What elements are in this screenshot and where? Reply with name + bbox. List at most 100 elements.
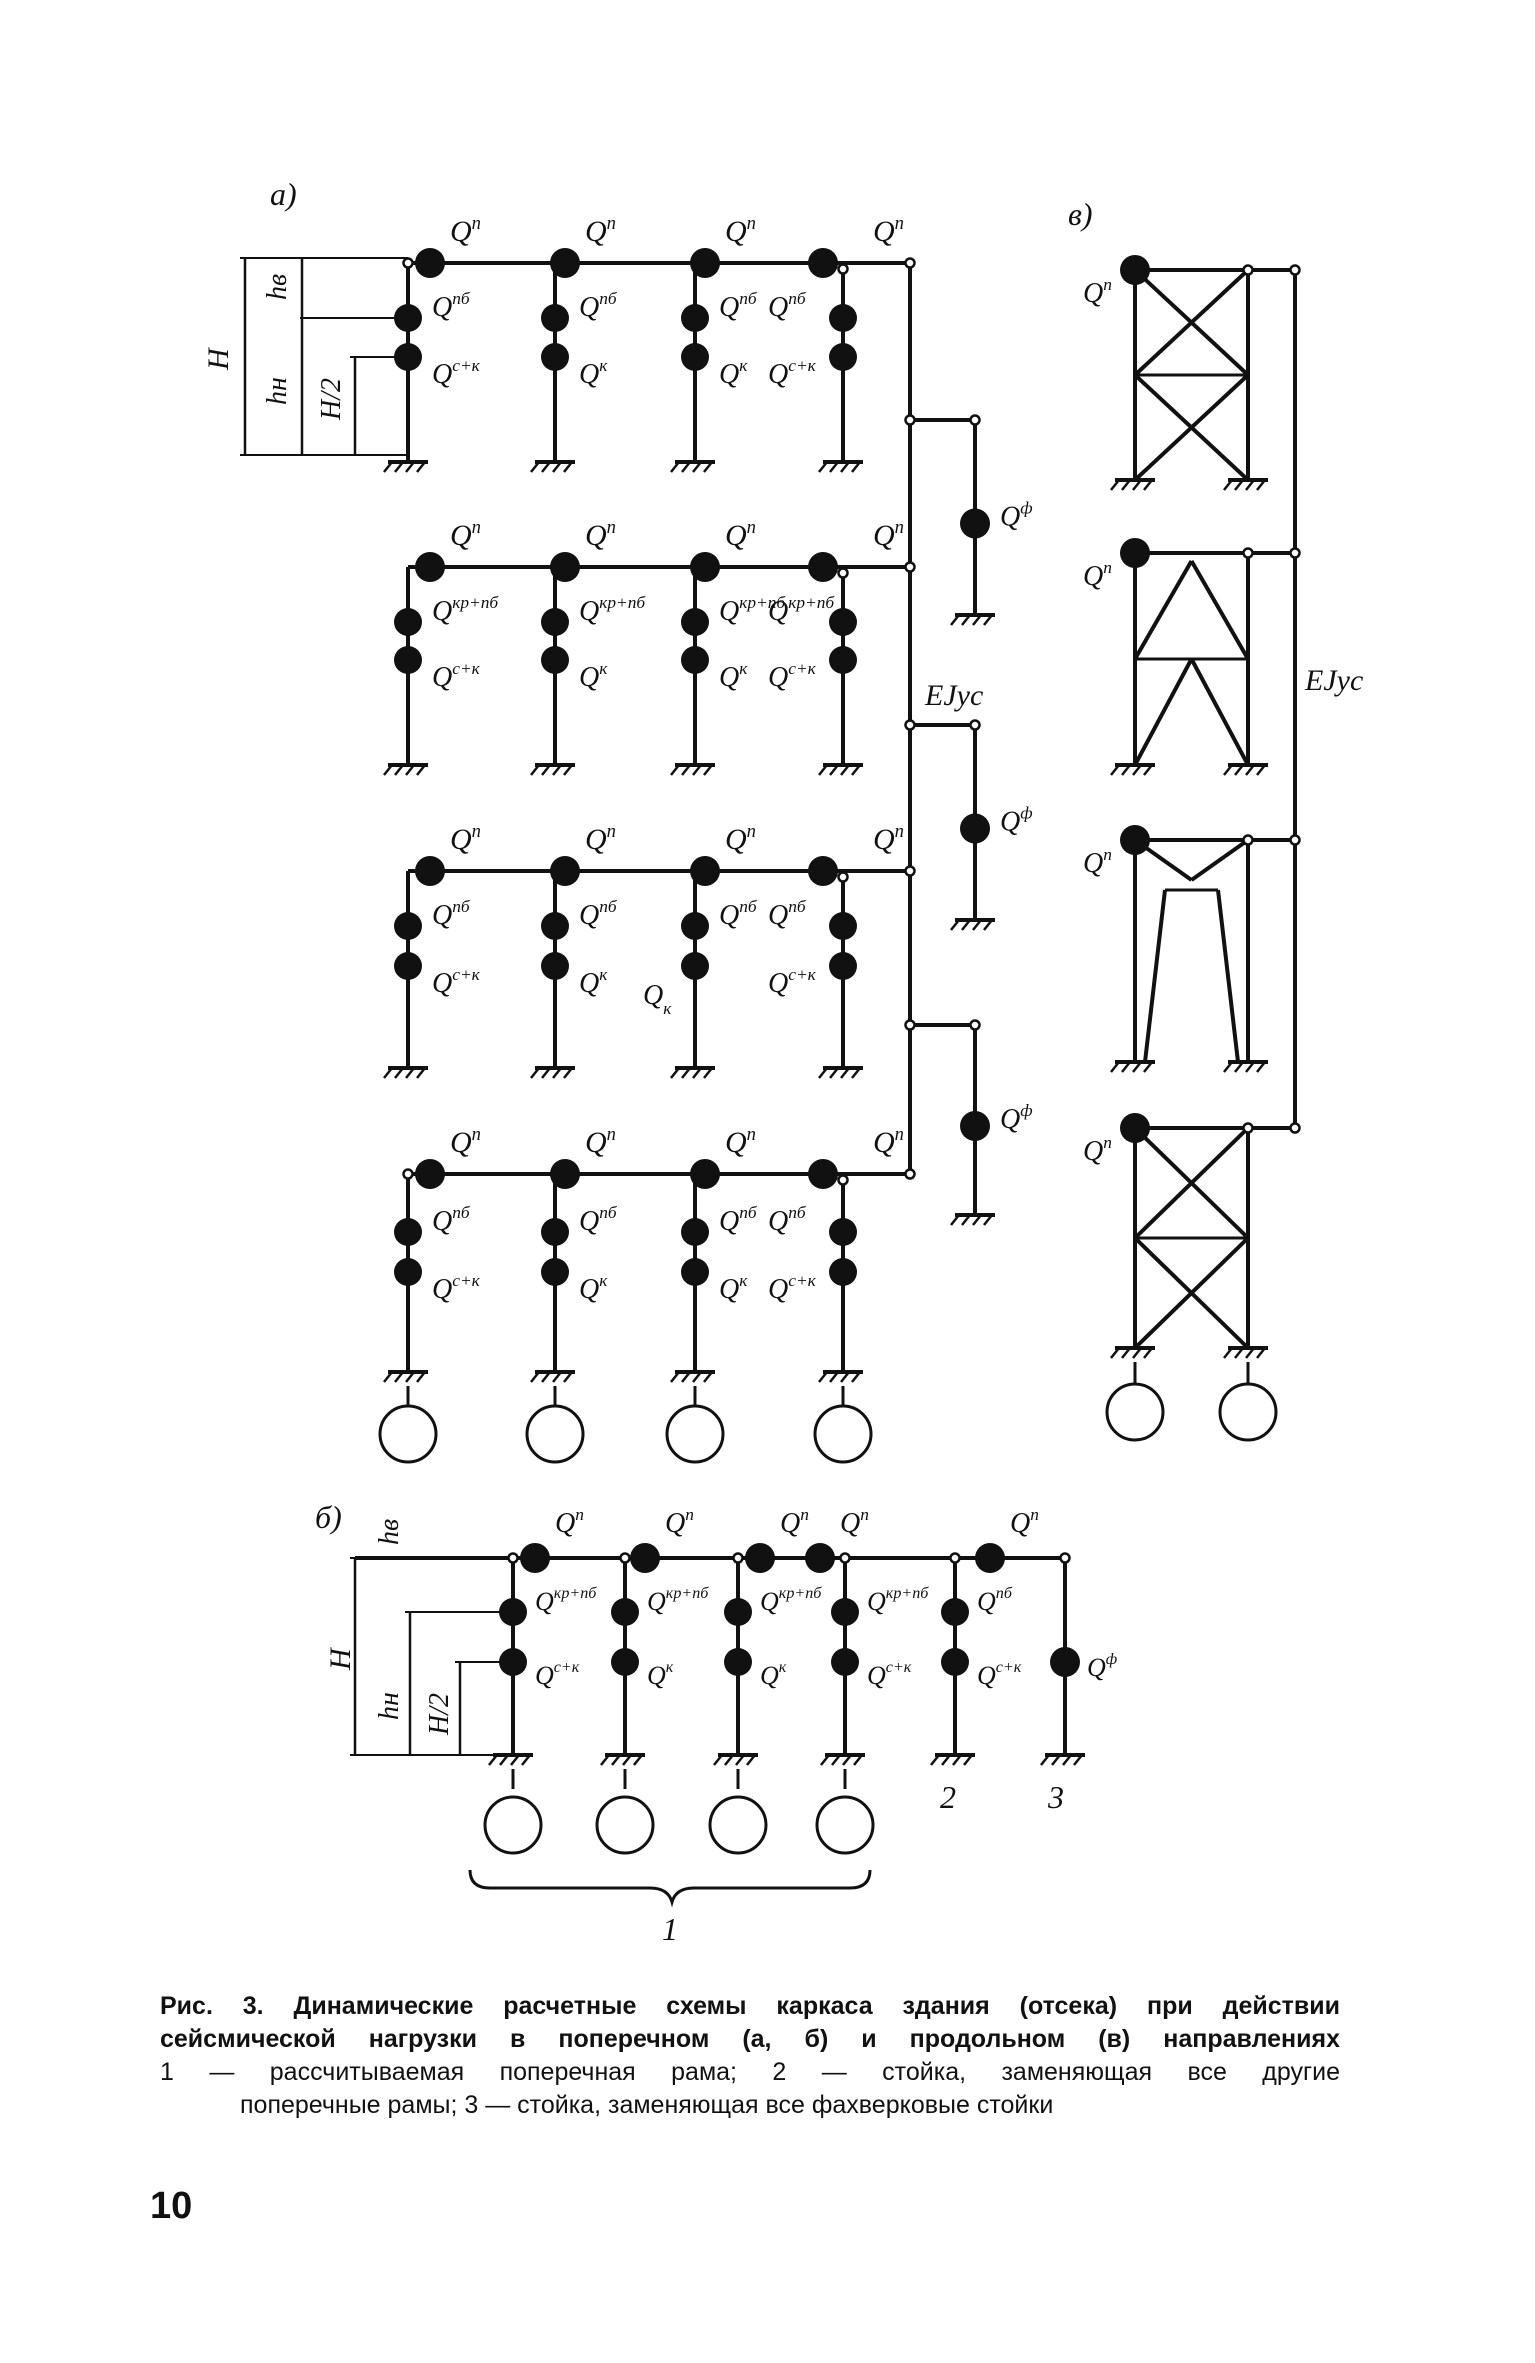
column-support-hatch [383, 461, 393, 473]
label-Qp: Qп [450, 517, 481, 552]
label-lower-mass: Qс+к [768, 965, 817, 999]
column-support-hatch [530, 461, 540, 473]
beam-hinge [402, 1168, 414, 1180]
facade-support-hatch [961, 614, 971, 626]
column-support-hatch [552, 764, 562, 776]
brace [1190, 838, 1250, 882]
column-support-hatch [681, 764, 691, 776]
roof-mass-Qp [550, 856, 580, 886]
bay-support-hatch [1121, 1347, 1131, 1359]
column-support-hatch [416, 764, 426, 776]
page-number: 10 [150, 2185, 193, 2227]
bay-hinge [1242, 1122, 1254, 1134]
column-support-hatch [394, 461, 404, 473]
b-support-hatch [1040, 1754, 1050, 1766]
foundation-ring [595, 1795, 655, 1855]
foundation-ring [378, 1404, 438, 1464]
roof-mass-Qp [690, 248, 720, 278]
label-upper-mass: Qкр+пб [579, 593, 646, 627]
facade-support-hatch [983, 614, 993, 626]
label-lower-mass: Qк [579, 1271, 608, 1305]
b-support-hatch [930, 1754, 940, 1766]
facade-support-hatch [961, 1214, 971, 1226]
label-Qp: Qп [450, 213, 481, 248]
b-mass-lower [724, 1648, 752, 1676]
label-Qp: Qп [725, 517, 756, 552]
label-upper-mass: Qпб [432, 897, 471, 931]
mass-upper [681, 304, 709, 332]
mass-lower [681, 1258, 709, 1286]
mass-upper [394, 608, 422, 636]
b-support-hatch [853, 1754, 863, 1766]
bay-support-hatch [1132, 1061, 1142, 1073]
foundation-ring [1105, 1382, 1165, 1442]
b-support-hatch [735, 1754, 745, 1766]
b-mass-lower [499, 1648, 527, 1676]
foundation-ring [813, 1404, 873, 1464]
mass-lower [829, 952, 857, 980]
column-support-hatch [670, 1371, 680, 1383]
b-support-hatch [1051, 1754, 1061, 1766]
facade-hinge [969, 414, 981, 426]
b-support-hatch [963, 1754, 973, 1766]
b-mass-upper [831, 1598, 859, 1626]
bay-support-hatch [1256, 1061, 1266, 1073]
column-support-hatch [692, 1371, 702, 1383]
column-support-hatch [692, 764, 702, 776]
label-Qp: Qп [450, 821, 481, 856]
facade-mass-Qf [960, 508, 990, 539]
roof-mass-Qp [415, 248, 445, 278]
foundation-ring [483, 1795, 543, 1855]
spine-hinge [1289, 547, 1301, 559]
mass-lower [829, 1258, 857, 1286]
mass-lower [681, 646, 709, 674]
column-support-hatch [818, 1371, 828, 1383]
column-support-hatch [681, 461, 691, 473]
label-upper-mass: Qпб [719, 1203, 758, 1237]
mass-upper [394, 304, 422, 332]
column-support-hatch [530, 1371, 540, 1383]
brace [1133, 373, 1250, 482]
facade-support-hatch [972, 1214, 982, 1226]
facade-support-hatch [950, 1214, 960, 1226]
b-hinge [1059, 1552, 1071, 1564]
b-label-Qp: Qп [780, 1505, 809, 1539]
b-support-hatch [941, 1754, 951, 1766]
foundation-ring [708, 1795, 768, 1855]
caption-legend-1: 1 — рассчитываемая поперечная рама; 2 — … [160, 2058, 1340, 2086]
brace [1189, 658, 1250, 766]
b-support-hatch [521, 1754, 531, 1766]
b-label-lower: Qс+к [535, 1659, 580, 1690]
column-support-hatch [541, 1371, 551, 1383]
label-Qp: Qп [725, 1124, 756, 1159]
label-Qf: Qф [1000, 1101, 1033, 1135]
mass-upper [541, 304, 569, 332]
mass-lower [394, 1258, 422, 1286]
bay-support-hatch [1234, 1061, 1244, 1073]
column-support-hatch [405, 461, 415, 473]
b-label-upper: Qпб [977, 1585, 1013, 1616]
label-Qp: Qп [873, 517, 904, 552]
diagram-labels: QпQпбQс+кQпQпбQкQпQпбQкQпQпбQс+кQпQкр+пб… [202, 176, 1363, 1947]
b-hinge [949, 1552, 961, 1564]
mass-upper [541, 912, 569, 940]
mass-upper [829, 912, 857, 940]
b-support-hatch [1073, 1754, 1083, 1766]
roof-mass-Qp [808, 248, 838, 278]
column-support-hatch [829, 461, 839, 473]
column-support-hatch [383, 1371, 393, 1383]
mass-lower [394, 646, 422, 674]
b-support-hatch [611, 1754, 621, 1766]
bay-support-hatch [1143, 764, 1153, 776]
column-support-hatch [394, 1067, 404, 1079]
legend-number-1: 1 [662, 1911, 678, 1947]
label-upper-mass: Qпб [579, 289, 618, 323]
bay-support-hatch [1256, 479, 1266, 491]
column-support-hatch [416, 461, 426, 473]
mass-lower [681, 952, 709, 980]
b-roof-mass [520, 1543, 550, 1573]
bay-support-hatch [1132, 764, 1142, 776]
label-bay-Qp: Qп [1083, 275, 1112, 309]
roof-mass-Qp [808, 552, 838, 582]
column-support-hatch [383, 1067, 393, 1079]
